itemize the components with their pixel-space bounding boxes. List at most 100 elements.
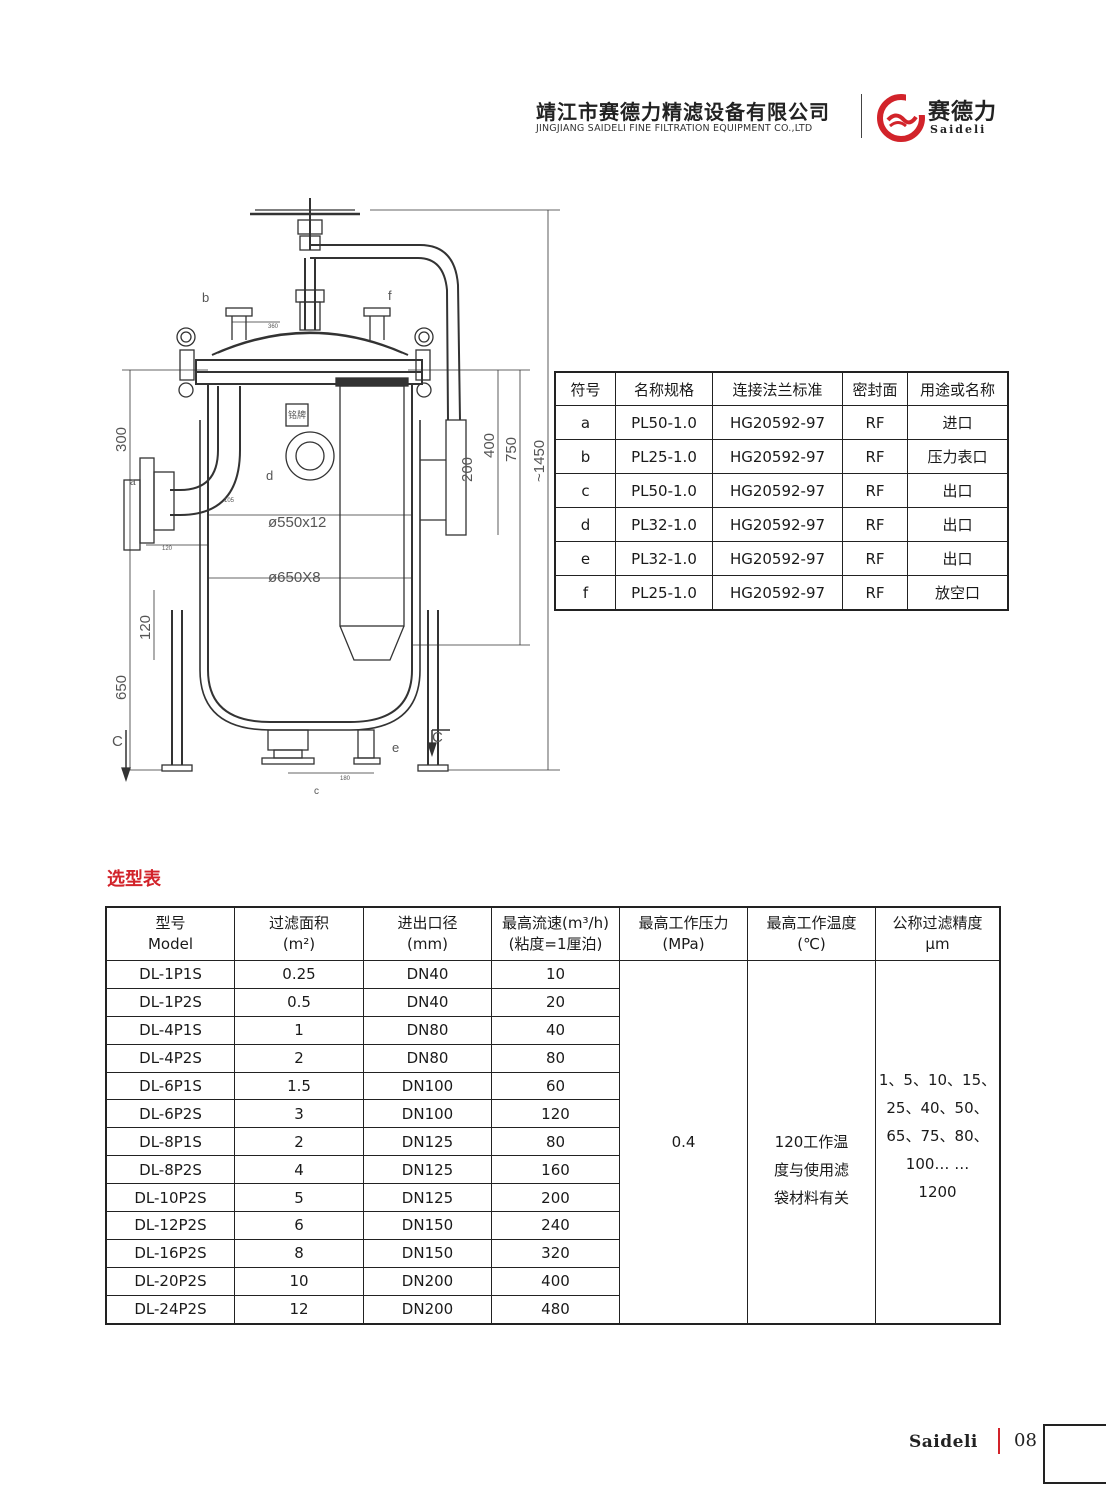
connection-cell: HG20592-97 <box>712 575 843 611</box>
connection-cell: f <box>554 575 616 611</box>
col-max-pressure: 最高工作压力(MPa) <box>619 906 748 961</box>
selection-cell: 20 <box>491 987 620 1017</box>
connection-cell: PL50-1.0 <box>615 473 713 508</box>
selection-cell: DN100 <box>363 1071 492 1101</box>
connection-cell: 出口 <box>907 507 1009 542</box>
connection-cell: HG20592-97 <box>712 541 843 576</box>
selection-cell: 12 <box>234 1294 364 1325</box>
selection-cell: DN80 <box>363 1015 492 1045</box>
selection-cell: DL-12P2S <box>105 1211 235 1240</box>
selection-cell: DL-4P2S <box>105 1043 235 1073</box>
filter-housing-drawing: b f a d c e C C 360 105 120 180 ø550x12 … <box>112 198 560 797</box>
dia-650-label: ø650X8 <box>268 569 321 586</box>
max-temp-value: 120工作温度与使用滤袋材料有关 <box>747 959 876 1325</box>
dia-550-label: ø550x12 <box>268 514 326 531</box>
selection-cell: 320 <box>491 1238 620 1268</box>
page-number: 08 <box>1014 1430 1037 1451</box>
selection-cell: DL-6P1S <box>105 1071 235 1101</box>
selection-cell: DN200 <box>363 1294 492 1325</box>
dim-750: 750 <box>503 437 520 462</box>
selection-table-title: 选型表 <box>107 869 161 890</box>
col-filter-area: 过滤面积(m²) <box>234 906 364 961</box>
connection-cell: RF <box>842 405 908 440</box>
selection-cell: DL-24P2S <box>105 1294 235 1325</box>
selection-cell: 60 <box>491 1071 620 1101</box>
connection-cell: PL25-1.0 <box>615 439 713 474</box>
selection-cell: DL-10P2S <box>105 1183 235 1213</box>
selection-cell: 10 <box>491 960 620 989</box>
precision-value: 1、5、10、15、25、40、50、65、75、80、100… …1200 <box>875 959 1001 1325</box>
footer-brand: Saideli <box>909 1432 978 1452</box>
connection-cell: RF <box>842 507 908 542</box>
dim-180: 180 <box>340 776 351 782</box>
selection-cell: 480 <box>491 1294 620 1325</box>
selection-cell: 3 <box>234 1099 364 1129</box>
footer-divider <box>998 1428 1000 1454</box>
dim-360: 360 <box>268 324 279 330</box>
selection-cell: 40 <box>491 1015 620 1045</box>
connection-cell: PL25-1.0 <box>615 575 713 611</box>
selection-cell: DN125 <box>363 1155 492 1185</box>
connection-cell: HG20592-97 <box>712 405 843 440</box>
logo-text-cn: 赛德力 <box>928 100 998 125</box>
selection-cell: DN150 <box>363 1211 492 1240</box>
selection-cell: 80 <box>491 1127 620 1157</box>
max-temp-line: 袋材料有关 <box>773 1188 849 1207</box>
footer-corner-box <box>1043 1424 1106 1484</box>
selection-cell: 160 <box>491 1155 620 1185</box>
col-seal-face: 密封面 <box>842 371 908 406</box>
selection-cell: DL-8P2S <box>105 1155 235 1185</box>
company-name-cn: 靖江市赛德力精滤设备有限公司 <box>536 100 830 124</box>
selection-cell: DN200 <box>363 1266 492 1296</box>
dim-400: 400 <box>481 433 498 458</box>
dim-105: 105 <box>224 498 235 504</box>
drawing-label-f: f <box>388 288 392 303</box>
connection-cell: PL32-1.0 <box>615 507 713 542</box>
connection-cell: HG20592-97 <box>712 439 843 474</box>
connection-cell: b <box>554 439 616 474</box>
col-symbol: 符号 <box>554 371 616 406</box>
dim-1450: ~1450 <box>531 440 548 482</box>
drawing-label-c: c <box>314 786 319 797</box>
precision-line: 65、75、80、 <box>886 1126 989 1145</box>
connection-cell: RF <box>842 473 908 508</box>
selection-cell: DN40 <box>363 960 492 989</box>
selection-cell: DL-16P2S <box>105 1238 235 1268</box>
col-max-temp: 最高工作温度(℃) <box>747 906 876 961</box>
section-label-left: C <box>112 733 123 750</box>
section-label-right: C <box>432 729 443 746</box>
precision-line: 1、5、10、15、 <box>878 1070 997 1089</box>
drawing-label-b: b <box>202 290 209 305</box>
selection-cell: 5 <box>234 1183 364 1213</box>
nameplate-label: 铭牌 <box>288 409 306 420</box>
connection-cell: RF <box>842 439 908 474</box>
drawing-label-a: a <box>130 477 136 488</box>
selection-cell: DN80 <box>363 1043 492 1073</box>
connection-table-header: 符号 名称规格 连接法兰标准 密封面 用途或名称 <box>554 371 1009 406</box>
selection-cell: DN125 <box>363 1127 492 1157</box>
logo-text-en: Saideli <box>930 123 987 136</box>
company-logo-icon <box>877 93 926 142</box>
selection-cell: 2 <box>234 1043 364 1073</box>
selection-cell: DN100 <box>363 1099 492 1129</box>
dim-120-left: 120 <box>137 615 154 640</box>
selection-cell: DN125 <box>363 1183 492 1213</box>
selection-cell: DN150 <box>363 1238 492 1268</box>
connection-cell: HG20592-97 <box>712 473 843 508</box>
selection-cell: DN40 <box>363 987 492 1017</box>
selection-cell: 4 <box>234 1155 364 1185</box>
selection-cell: DL-1P1S <box>105 960 235 989</box>
connection-cell: 压力表口 <box>907 439 1009 474</box>
